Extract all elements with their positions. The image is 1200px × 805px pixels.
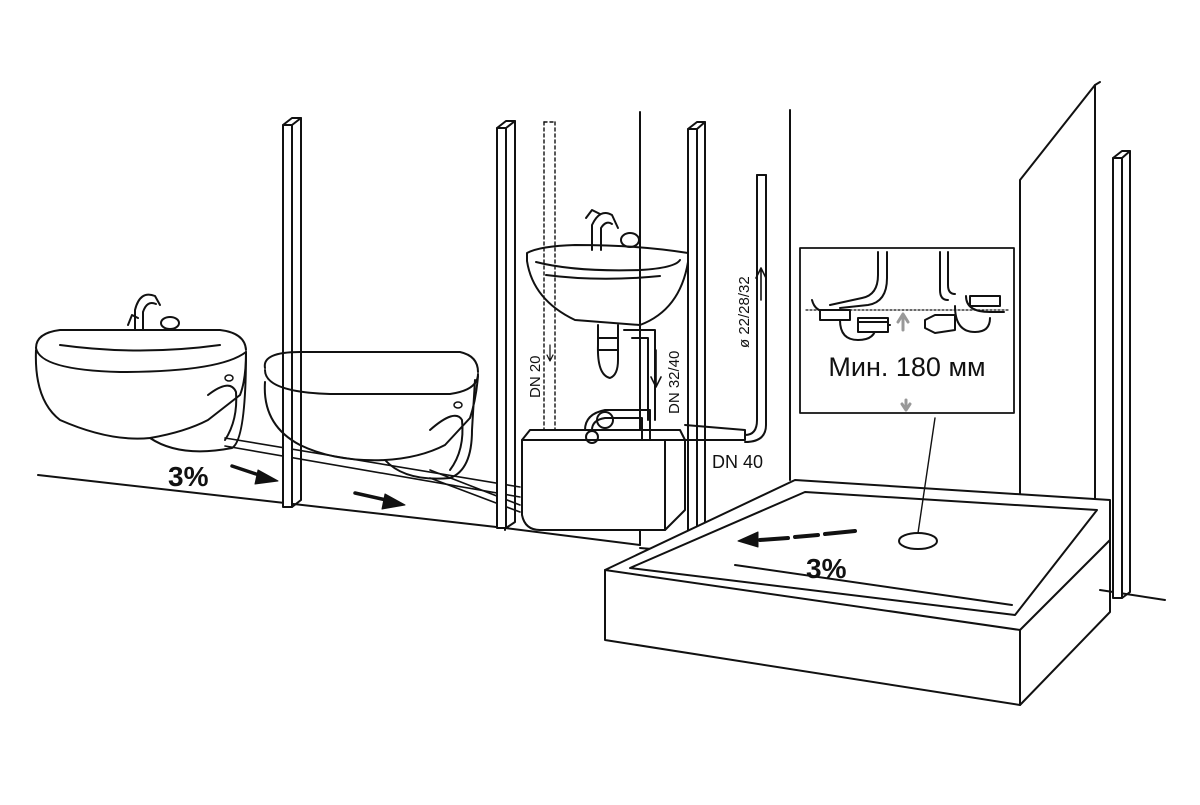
slope-arrow-shower	[737, 529, 857, 548]
inset-detail: Мин. 180 мм	[799, 247, 1015, 414]
frame-post-4	[1112, 150, 1131, 599]
dn40-label: DN 40	[712, 452, 763, 472]
macerator-pump	[521, 409, 746, 531]
leader-line	[917, 417, 936, 534]
dn32-40-label: DN 32/40	[666, 351, 683, 414]
flow-arrows	[546, 267, 767, 388]
slope-arrow-toilet	[353, 491, 406, 510]
dn20-label: DN 20	[527, 355, 544, 398]
shower-tray	[604, 417, 1111, 706]
min-height-label: Мин. 180 мм	[828, 352, 985, 382]
slope-label-shower: 3%	[806, 553, 847, 584]
frame-post-3	[687, 121, 706, 544]
wall-hung-toilet	[263, 351, 479, 480]
bidet	[34, 293, 247, 453]
water-supply-pipe	[543, 121, 556, 431]
diameter-label: ø 22/28/32	[736, 276, 753, 348]
frame-post-1	[282, 117, 302, 508]
frame-post-2	[496, 120, 516, 529]
slope-label-left: 3%	[168, 461, 209, 492]
discharge-pipe	[744, 174, 767, 443]
washbasin	[526, 209, 689, 421]
slope-arrow-bidet	[230, 464, 279, 485]
